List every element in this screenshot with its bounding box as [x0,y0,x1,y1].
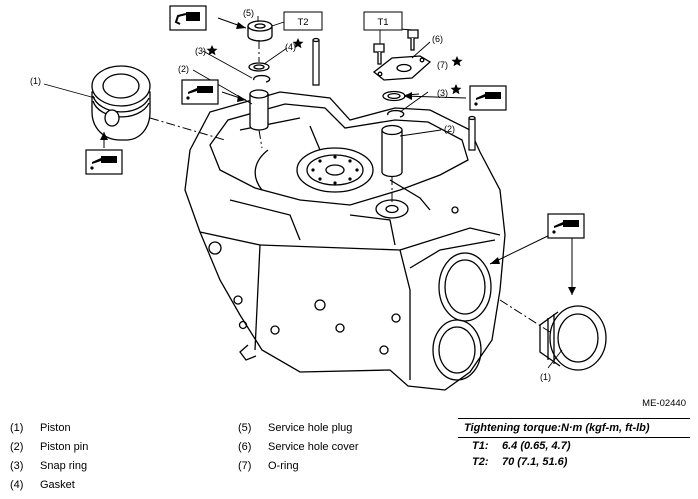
callout-1-left: (1) [30,76,41,86]
torque-box-t1-label: T1 [377,17,388,28]
callout-7: (7) [437,60,448,70]
legend-item: (2)Piston pin [10,441,89,453]
torque-box-t1 [363,11,403,31]
callout-5: (5) [243,8,254,18]
sealant-icon [169,5,207,31]
legend-item: (6)Service hole cover [238,441,359,453]
stud-bolt [312,37,476,151]
torque-row-t1: T1:6.4 (0.65, 4.7) [472,440,571,452]
callout-1-right: (1) [540,372,551,382]
legend-item: (5)Service hole plug [238,422,353,434]
torque-title: Tightening torque:N·m (kgf-m, ft-lb) [458,418,690,438]
callout-3-right: (3) [437,88,448,98]
legend-item: (7)O-ring [238,460,299,472]
ring-parts [248,62,406,118]
piston-left [91,65,151,141]
legend-column-1: (1)Piston (2)Piston pin (3)Snap ring (4)… [10,422,88,498]
legend-item: (4)Gasket [10,479,75,491]
torque-box-t2 [283,11,323,31]
torque-table: Tightening torque:N·m (kgf-m, ft-lb) T1:… [458,418,690,470]
service-hole-cover [372,29,432,81]
cylinder-block [184,91,506,391]
torque-box-t2-label: T2 [297,17,308,28]
legend-item: (1)Piston [10,422,71,434]
engine-diagram: T2 T1 (1) (1) (2) (2) (3) (3) (4) (5) (6… [30,5,607,391]
figure-id: ME-02440 [642,398,686,409]
service-hole-plug [247,20,273,42]
piston-pin [249,89,403,178]
star-icon [206,38,463,95]
callout-3-left: (3) [195,46,206,56]
callout-4: (4) [285,42,296,52]
callout-2-right: (2) [444,124,455,134]
legend-item: (3)Snap ring [10,460,88,472]
piston-right [539,305,607,371]
callout-2-left: (2) [178,64,189,74]
legend-column-2: (5)Service hole plug (6)Service hole cov… [238,422,359,479]
callout-6: (6) [432,34,443,44]
torque-row-t2: T2:70 (7.1, 51.6) [472,456,568,468]
